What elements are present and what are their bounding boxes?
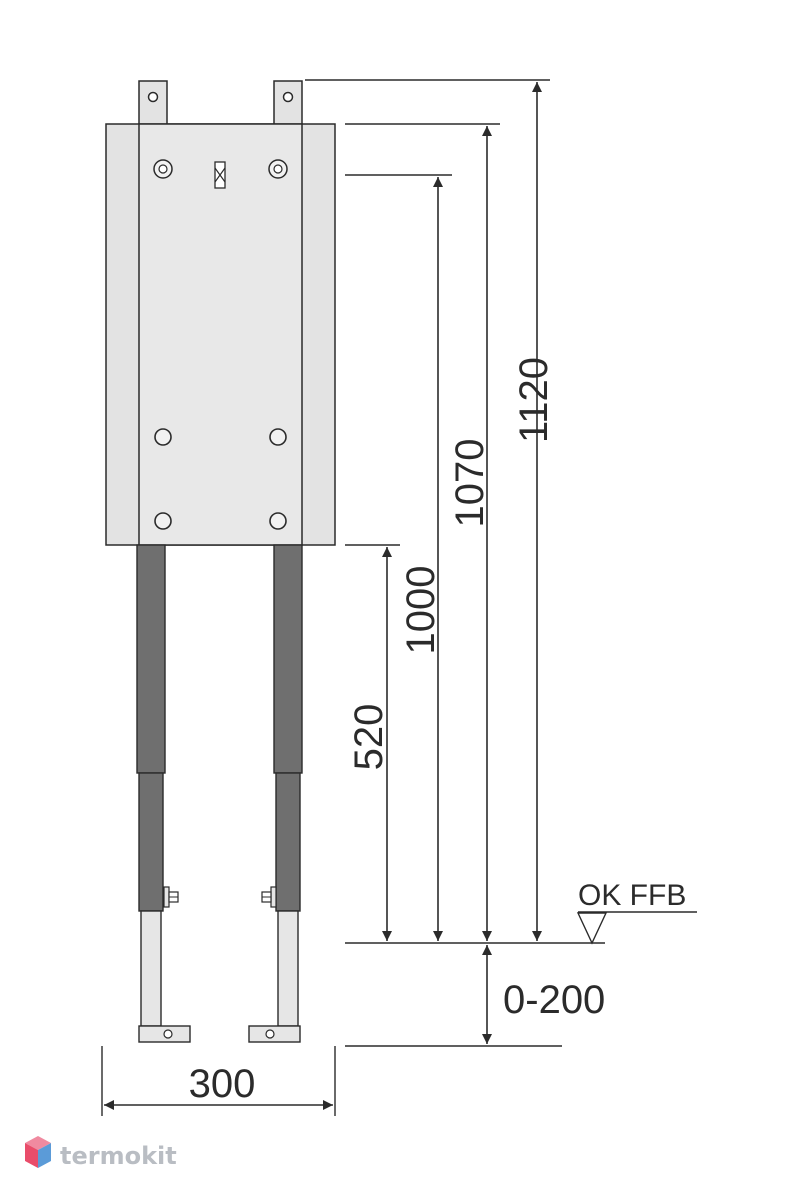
dim-label-1070: 1070 (448, 439, 492, 528)
center-valve-symbol (214, 161, 226, 189)
floor-level-marker: OK FFB (576, 879, 697, 945)
dim-label-1120: 1120 (512, 357, 556, 443)
floor-level-triangle-icon (576, 912, 608, 945)
dim-label-520: 520 (347, 704, 391, 771)
mounting-tab-hole-left (147, 91, 159, 103)
adjustable-leg-right (248, 544, 303, 1043)
dimension-labels: 1120 1070 1000 520 0-200 300 (189, 357, 606, 1106)
dim-label-width: 300 (189, 1062, 256, 1106)
cube-icon (25, 1136, 51, 1168)
dim-label-adjust: 0-200 (503, 978, 605, 1022)
fixing-hole-mid-right (269, 428, 287, 446)
extension-lines (101, 79, 605, 1116)
top-fitting-right (268, 159, 288, 179)
fixing-hole-bottom-left (154, 512, 172, 530)
mounting-frame (105, 80, 336, 546)
watermark-logo: termokit (25, 1136, 177, 1170)
dim-label-1000: 1000 (399, 566, 443, 655)
leg-clamp-screw-left (163, 886, 179, 908)
fixing-hole-mid-left (154, 428, 172, 446)
leg-clamp-screw-right (261, 886, 277, 908)
floor-level-label: OK FFB (578, 879, 686, 912)
dimension-lines (104, 82, 542, 1110)
frame-inner-plate (138, 123, 303, 546)
watermark-brand: termokit (60, 1142, 177, 1170)
top-fitting-left (153, 159, 173, 179)
fixing-hole-bottom-right (269, 512, 287, 530)
mounting-tab-right (273, 80, 303, 126)
mounting-tab-left (138, 80, 168, 126)
mounting-tab-hole-right (282, 91, 294, 103)
adjustable-leg-left (136, 544, 191, 1043)
